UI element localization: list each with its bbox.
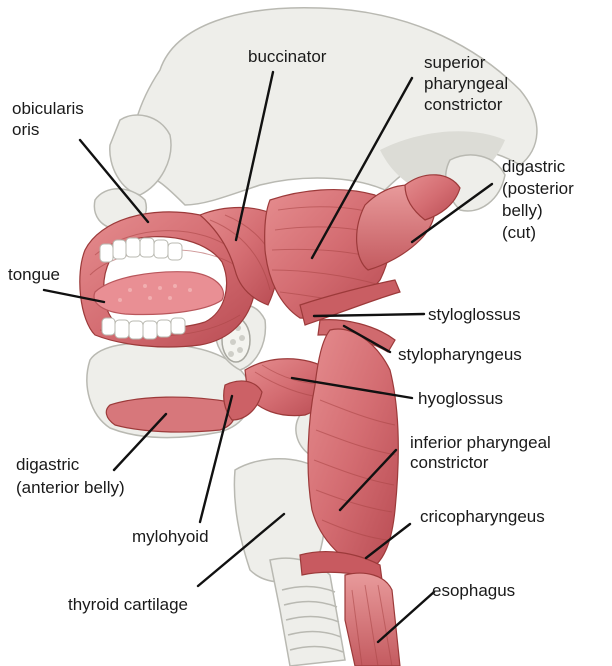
- label-inferior-pharyngeal-constrictor: inferior pharyngeal constrictor: [410, 433, 556, 472]
- buccinator-muscle: [198, 206, 281, 306]
- cricopharyngeus-esophagus: [299, 551, 401, 666]
- leader-obicularis-oris: [78, 138, 150, 224]
- label-mylohyoid: mylohyoid: [132, 527, 209, 546]
- leader-digastric-anterior: [112, 412, 168, 472]
- label-esophagus: esophagus: [432, 581, 515, 600]
- label-superior-pharyngeal-constrictor: superior pharyngeal constrictor: [424, 53, 513, 114]
- leader-buccinator: [234, 70, 275, 242]
- leader-cricopharyngeus: [364, 522, 412, 560]
- teeth: [99, 237, 186, 340]
- skull: [93, 6, 538, 231]
- labels: buccinator superior pharyngeal constrict…: [8, 47, 579, 614]
- leader-tongue: [42, 288, 106, 304]
- leader-esophagus: [376, 590, 436, 644]
- label-styloglossus: styloglossus: [428, 305, 521, 324]
- label-obicularis-oris: obicularis oris: [12, 99, 89, 139]
- tongue-muscle: [93, 271, 224, 316]
- label-hyoglossus: hyoglossus: [418, 389, 503, 408]
- label-tongue: tongue: [8, 265, 60, 284]
- leader-hyoglossus: [290, 376, 414, 400]
- label-digastric-posterior: digastric (posterior belly) (cut): [502, 157, 579, 242]
- label-thyroid-cartilage: thyroid cartilage: [68, 595, 188, 614]
- leader-thyroid-cartilage: [196, 512, 286, 588]
- leader-digastric-posterior: [410, 182, 494, 244]
- leader-stylopharyngeus: [342, 324, 392, 354]
- digastric-posterior-belly-muscle: [356, 174, 461, 271]
- label-cricopharyngeus: cricopharyngeus: [420, 507, 545, 526]
- label-digastric-anterior: digastric (anterior belly): [16, 455, 125, 497]
- label-buccinator: buccinator: [248, 47, 327, 66]
- leader-lines: [42, 70, 494, 644]
- leader-inferior-pharyngeal-constrictor: [338, 448, 398, 512]
- leader-mylohyoid: [198, 394, 234, 524]
- leader-superior-pharyngeal-constrictor: [310, 76, 414, 260]
- floor-of-mouth-muscles: [105, 358, 332, 433]
- label-stylopharyngeus: stylopharyngeus: [398, 345, 522, 364]
- leader-styloglossus: [312, 312, 426, 318]
